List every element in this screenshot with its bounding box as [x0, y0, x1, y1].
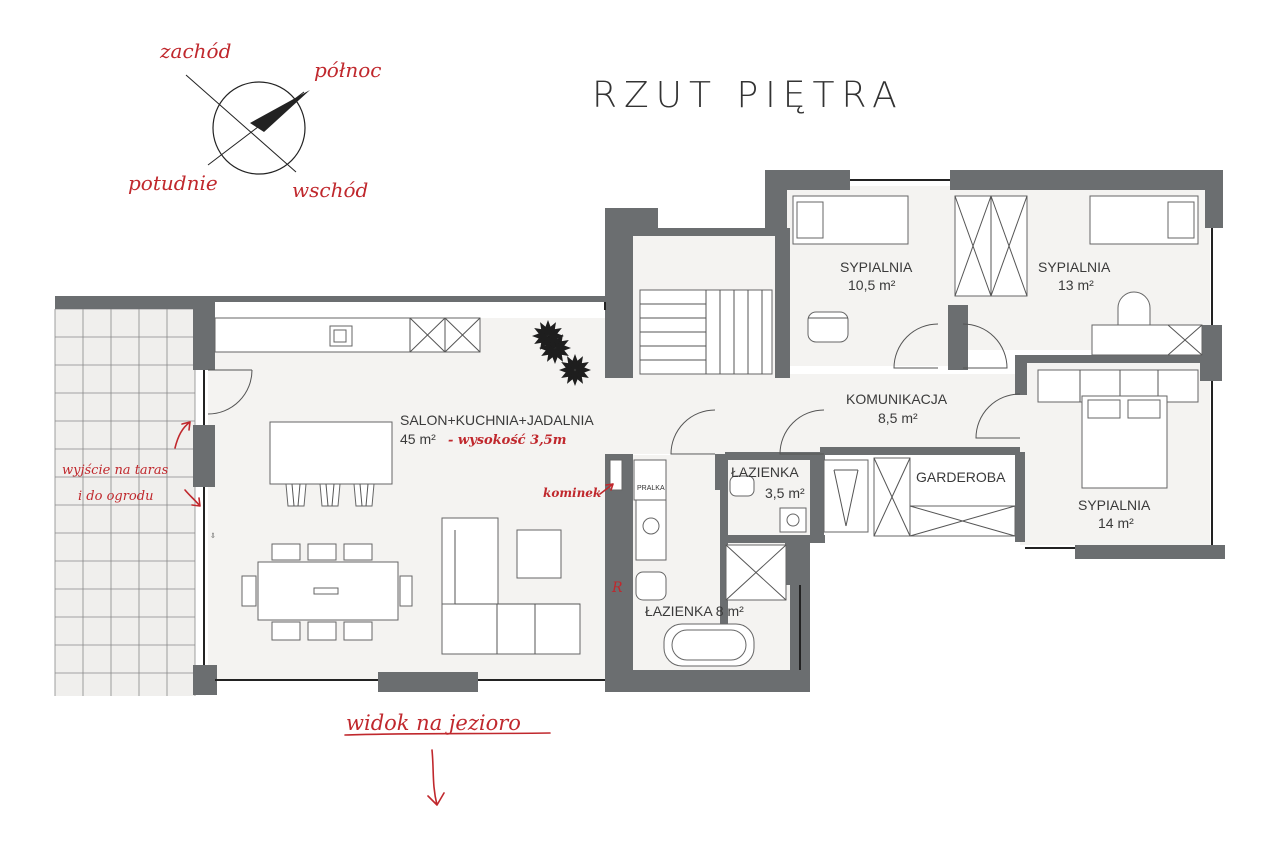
stool — [285, 483, 307, 507]
lake-view-label: widok na jezioro — [346, 711, 521, 735]
kitchen-island — [269, 421, 393, 507]
sofa — [441, 517, 581, 655]
fireplace-label: kominek — [543, 486, 601, 500]
annotation-arrows — [174, 421, 614, 806]
bed3-area: 14 m² — [1098, 515, 1134, 531]
terrace-exit-line2: i do ogrodu — [78, 489, 153, 504]
hall-area: 8,5 m² — [878, 410, 918, 426]
small-bathroom-fixtures — [729, 459, 869, 533]
bed2-name: SYPIALNIA — [1038, 259, 1111, 275]
stool — [319, 483, 341, 507]
lake-arrow-icon — [427, 749, 445, 806]
terrace-door: ⇩ — [207, 369, 253, 540]
bedroom-1-furniture — [792, 195, 909, 343]
bath-small-name: ŁAZIENKA — [731, 464, 799, 480]
bedroom-2-furniture — [954, 195, 1203, 356]
chair — [241, 575, 257, 607]
fireplace — [609, 459, 623, 491]
lake-underline — [344, 732, 551, 736]
compass-east-label: wschód — [292, 178, 368, 202]
walls — [55, 170, 1225, 695]
wardrobe-name: GARDEROBA — [916, 469, 1006, 485]
chair — [307, 621, 337, 641]
hall-name: KOMUNIKACJA — [846, 391, 948, 407]
stool — [353, 483, 375, 507]
wardrobe — [873, 457, 1016, 537]
chair — [307, 543, 337, 561]
compass-west-label: zachód — [159, 39, 231, 63]
doors — [670, 323, 1021, 455]
compass-arrow-icon — [250, 90, 310, 132]
compass-north-label: północ — [314, 58, 381, 82]
bed1-name: SYPIALNIA — [840, 259, 913, 275]
laundry-label: PRALKA — [637, 485, 665, 492]
terrace-exit-line1: wyjście na taras — [62, 463, 169, 478]
chair — [343, 543, 373, 561]
kitchen-counter — [214, 317, 481, 353]
big-bathroom-fixtures: R — [611, 459, 787, 667]
chair — [271, 543, 301, 561]
bedroom-3-furniture — [1037, 369, 1199, 489]
salon-area: 45 m² — [400, 431, 436, 447]
dining-table — [241, 543, 413, 641]
arrow-to-door-2-icon — [184, 489, 201, 507]
svg-text:R: R — [611, 580, 623, 596]
compass — [185, 74, 310, 175]
salon-note: - wysokość 3,5m — [448, 433, 566, 448]
svg-text:⇩: ⇩ — [210, 532, 216, 540]
chair — [343, 621, 373, 641]
bath-big-name: ŁAZIENKA 8 m² — [645, 603, 744, 619]
windows — [203, 179, 1213, 681]
bed3-name: SYPIALNIA — [1078, 497, 1151, 513]
chair — [271, 621, 301, 641]
bed2-area: 13 m² — [1058, 277, 1094, 293]
bath-small-area: 3,5 m² — [765, 485, 805, 501]
staircase — [639, 289, 773, 375]
terrace — [54, 296, 196, 696]
fireplace-arrow-icon — [599, 483, 614, 495]
salon-name: SALON+KUCHNIA+JADALNIA — [400, 412, 594, 428]
compass-south-label: potudnie — [128, 171, 218, 195]
bed1-area: 10,5 m² — [848, 277, 896, 293]
chair — [399, 575, 413, 607]
page-title: RZUT PIĘTRA — [592, 75, 904, 116]
arrow-to-door-icon — [174, 421, 191, 449]
plant-icon — [532, 320, 591, 386]
